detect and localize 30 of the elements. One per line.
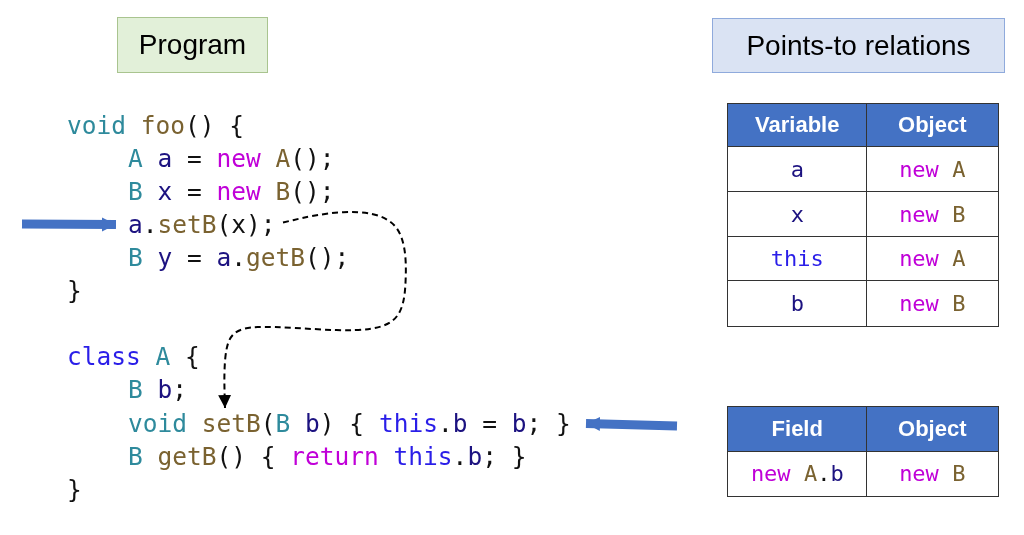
table-header: Object bbox=[866, 103, 999, 148]
table-cell: new A.b bbox=[727, 451, 868, 497]
code-line: B getB() { return this.b; } bbox=[128, 441, 527, 473]
title-box: Program bbox=[117, 17, 268, 73]
code-line: B b; bbox=[128, 374, 188, 406]
table-cell: new A bbox=[866, 236, 999, 282]
code-line: class A { bbox=[67, 341, 200, 373]
code-line: B x = new B(); bbox=[128, 176, 335, 208]
code-line: void setB(B b) { this.b = b; } bbox=[128, 407, 571, 440]
block-arrow bbox=[585, 416, 678, 431]
table-cell: x bbox=[727, 191, 868, 238]
dashed-arrow bbox=[218, 211, 407, 409]
code-line: B y = a.getB(); bbox=[128, 242, 350, 274]
table-cell: new B bbox=[866, 280, 999, 327]
code-line: void foo() { bbox=[67, 110, 245, 142]
code-line: } bbox=[67, 474, 82, 506]
table-cell: new B bbox=[866, 191, 999, 238]
table-header: Object bbox=[866, 406, 999, 453]
table-header: Variable bbox=[727, 103, 868, 148]
code-line: a.setB(x); bbox=[128, 208, 276, 241]
table-cell: a bbox=[727, 146, 868, 193]
code-line: A a = new A(); bbox=[128, 143, 335, 175]
table-cell: new B bbox=[866, 451, 999, 497]
table-cell: b bbox=[727, 280, 868, 327]
table-cell: this bbox=[727, 236, 868, 282]
block-arrow bbox=[21, 217, 117, 232]
title-box: Points-to relations bbox=[712, 18, 1005, 73]
table-cell: new A bbox=[866, 146, 999, 193]
table-header: Field bbox=[727, 406, 868, 453]
code-line: } bbox=[67, 275, 82, 307]
